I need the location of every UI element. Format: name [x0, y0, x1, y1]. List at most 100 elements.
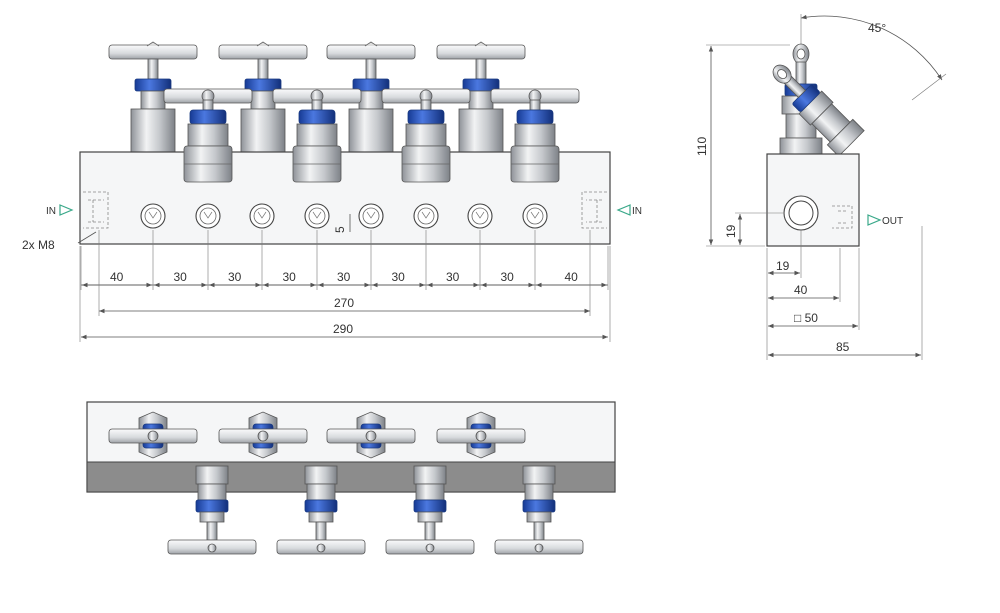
- angled-handle-eye: [777, 69, 788, 80]
- lower-stem-4: [529, 99, 541, 111]
- top-front-bonnet-2: [308, 511, 334, 523]
- side-top-handle-eye: [796, 48, 806, 60]
- upper-neck-3: [358, 90, 384, 110]
- top-front-hex-3: [415, 483, 445, 501]
- top-handle-hub-3: [365, 430, 377, 442]
- front-port-mark-6: [421, 211, 431, 219]
- top-front-bonnet-1: [199, 511, 225, 523]
- lower-stem-3: [420, 99, 432, 111]
- front-right-hidden-bore: [581, 191, 607, 229]
- w50-label: □ 50: [794, 311, 818, 325]
- side-view: 45° OUT 110: [695, 14, 947, 360]
- chain-label-4: 30: [283, 270, 297, 284]
- upper-body-4: [458, 108, 504, 153]
- side-top-stem: [795, 61, 807, 85]
- lower-blue-collar-4: [516, 109, 554, 125]
- in-left-arrow-icon: [59, 204, 74, 216]
- side-bottom-extensions: [766, 226, 923, 360]
- lower-body-4: [514, 123, 556, 147]
- side-top-hex: [779, 137, 823, 155]
- top-valves: [108, 411, 584, 555]
- front-port-mark-2: [203, 211, 213, 219]
- w40-label: 40: [794, 283, 808, 297]
- top-view: [86, 401, 616, 555]
- front-port-mark-5: [366, 211, 376, 219]
- port-offset-label: 5: [333, 226, 347, 233]
- lower-body-3: [405, 123, 447, 147]
- chain-label-3: 30: [228, 270, 242, 284]
- top-front-blue-3: [413, 499, 447, 513]
- upper-stem-4: [475, 58, 487, 80]
- chain-label-9: 40: [565, 270, 579, 284]
- front-port-mark-4: [312, 211, 322, 219]
- top-handle-hub-4: [475, 430, 487, 442]
- chain-label-6: 30: [392, 270, 406, 284]
- chain-label-5: 30: [337, 270, 351, 284]
- top-handle-hub-2: [257, 430, 269, 442]
- front-port-mark-7: [475, 211, 485, 219]
- h110-label: 110: [695, 137, 709, 156]
- thread-leader-line: [77, 231, 97, 244]
- front-port-bore-2: [199, 207, 217, 225]
- top-front-stem-2: [315, 521, 327, 541]
- top-front-hex-4: [524, 483, 554, 501]
- front-port-bore-1: [144, 207, 162, 225]
- front-upper-valves: [108, 41, 580, 153]
- front-lower-valves: [183, 89, 560, 183]
- angle-arc: [800, 14, 943, 81]
- lower-blue-collar-3: [407, 109, 445, 125]
- h19-label: 19: [724, 224, 738, 238]
- top-front-hub-1: [207, 543, 217, 553]
- top-front-stem-4: [533, 521, 545, 541]
- dim-270-label: 270: [334, 296, 354, 310]
- top-handle-hub-1: [147, 430, 159, 442]
- chain-label-2: 30: [174, 270, 188, 284]
- upper-stem-1: [147, 58, 159, 80]
- front-in-right-label: IN: [632, 206, 642, 217]
- upper-stem-2: [257, 58, 269, 80]
- upper-t-handle-4: [436, 44, 526, 60]
- upper-neck-1: [140, 90, 166, 110]
- front-port-mark-1: [148, 211, 158, 219]
- top-front-hub-4: [534, 543, 544, 553]
- upper-stem-3: [365, 58, 377, 80]
- top-front-bonnet-3: [417, 511, 443, 523]
- top-front-body-4: [522, 465, 556, 485]
- side-port-inner: [788, 200, 814, 226]
- in-right-arrow-icon: [616, 204, 631, 216]
- lower-stem-1: [202, 99, 214, 111]
- lower-blue-collar-2: [298, 109, 336, 125]
- front-ports: [140, 203, 548, 229]
- top-front-body-3: [413, 465, 447, 485]
- angle-ref-diagonal: [911, 73, 947, 101]
- w19-label: 19: [776, 259, 790, 273]
- top-front-blue-4: [522, 499, 556, 513]
- out-label: OUT: [882, 216, 903, 227]
- front-in-left-label: IN: [46, 206, 56, 217]
- front-port-bore-7: [471, 207, 489, 225]
- upper-body-2: [240, 108, 286, 153]
- h110-extensions: [706, 44, 790, 247]
- front-port-bore-5: [362, 207, 380, 225]
- thread-note: 2x M8: [22, 238, 55, 252]
- dim-290-label: 290: [333, 322, 353, 336]
- upper-handle-tip-4: [474, 41, 488, 47]
- top-front-hub-3: [425, 543, 435, 553]
- side-hidden-bore: [832, 205, 853, 229]
- front-port-mark-8: [530, 211, 540, 219]
- front-port-bore-6: [417, 207, 435, 225]
- front-extension-lines: [79, 230, 611, 342]
- lower-body-1: [187, 123, 229, 147]
- upper-t-handle-2: [218, 44, 308, 60]
- upper-handle-tip-2: [256, 41, 270, 47]
- front-port-bore-3: [253, 207, 271, 225]
- angle-label: 45°: [868, 21, 886, 35]
- top-front-stem-3: [424, 521, 436, 541]
- chain-label-8: 30: [501, 270, 515, 284]
- top-front-bonnet-4: [526, 511, 552, 523]
- front-left-hidden-bore: [83, 191, 109, 229]
